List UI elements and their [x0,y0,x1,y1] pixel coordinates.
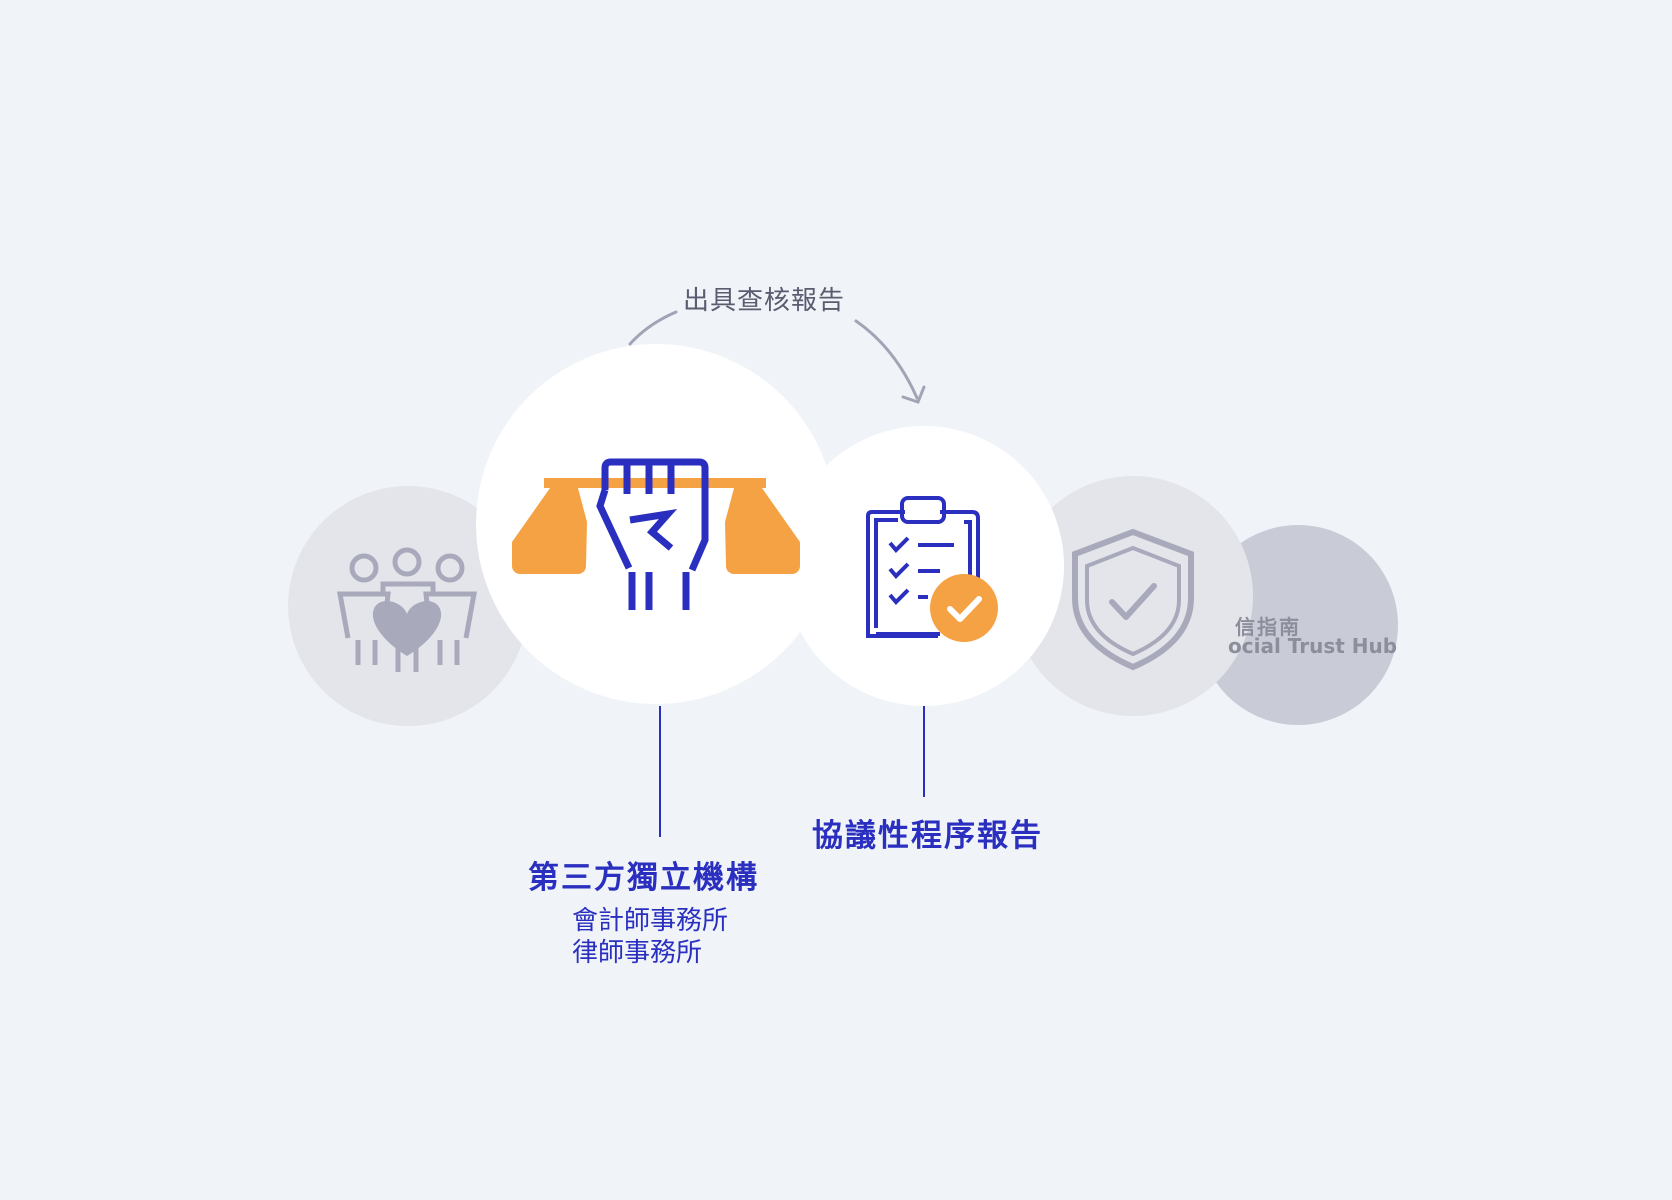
report-title: 協議性程序報告 [812,818,1043,854]
shield-check-icon [1072,528,1194,671]
report-circle [784,426,1064,706]
community-circle [288,486,528,726]
institution-title: 第三方獨立機構 [528,860,759,896]
fist-scale-icon [512,458,800,610]
institution-item: 會計師事務所 [572,906,729,936]
brand-name-zh: 信指南 [1235,615,1301,639]
institution-item: 律師事務所 [572,938,703,968]
shield-circle [1013,476,1253,716]
brand-name-en: ocial Trust Hub [1228,634,1398,658]
clipboard-check-icon [866,496,998,642]
curved-arrow [628,310,926,404]
arrow-label: 出具查核報告 [683,286,846,316]
community-heart-icon [337,547,477,672]
